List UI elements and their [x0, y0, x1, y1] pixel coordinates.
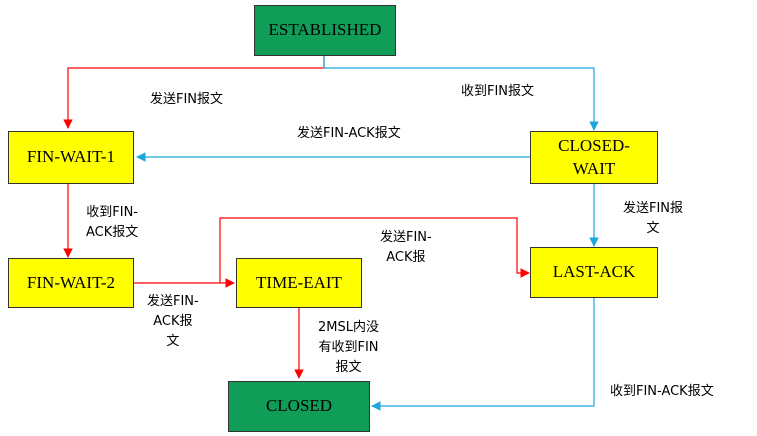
state-closed-wait: CLOSED- WAIT	[530, 131, 658, 184]
label-send-fin: 发送FIN报文	[150, 92, 224, 107]
label-send-fin-2: 发送FIN报 文	[623, 201, 684, 237]
label-msl-timeout: 2MSL内没 有收到FIN 报文	[318, 320, 379, 376]
arrow-last-ack-to-closed	[371, 298, 595, 411]
state-closed: CLOSED	[228, 381, 370, 432]
label-send-fin-ack-2: 发送FIN- ACK报	[380, 230, 432, 266]
arrow-established-to-closed-wait	[323, 56, 599, 131]
label-send-fin-ack: 发送FIN-ACK报文	[297, 126, 401, 141]
label-recv-fin-ack-1: 收到FIN- ACK报文	[86, 205, 139, 241]
arrow-fin-wait-2-to-last-ack	[219, 217, 530, 283]
state-fin-wait-2: FIN-WAIT-2	[8, 258, 134, 308]
state-established: ESTABLISHED	[254, 5, 396, 56]
label-recv-fin-ack-2: 收到FIN-ACK报文	[610, 384, 714, 399]
label-recv-fin: 收到FIN报文	[461, 84, 535, 99]
state-time-eait: TIME-EAIT	[236, 258, 362, 308]
label-send-fin-ack-3: 发送FIN- ACK报 文	[147, 294, 199, 350]
state-last-ack: LAST-ACK	[530, 247, 658, 298]
state-fin-wait-1: FIN-WAIT-1	[8, 131, 134, 184]
